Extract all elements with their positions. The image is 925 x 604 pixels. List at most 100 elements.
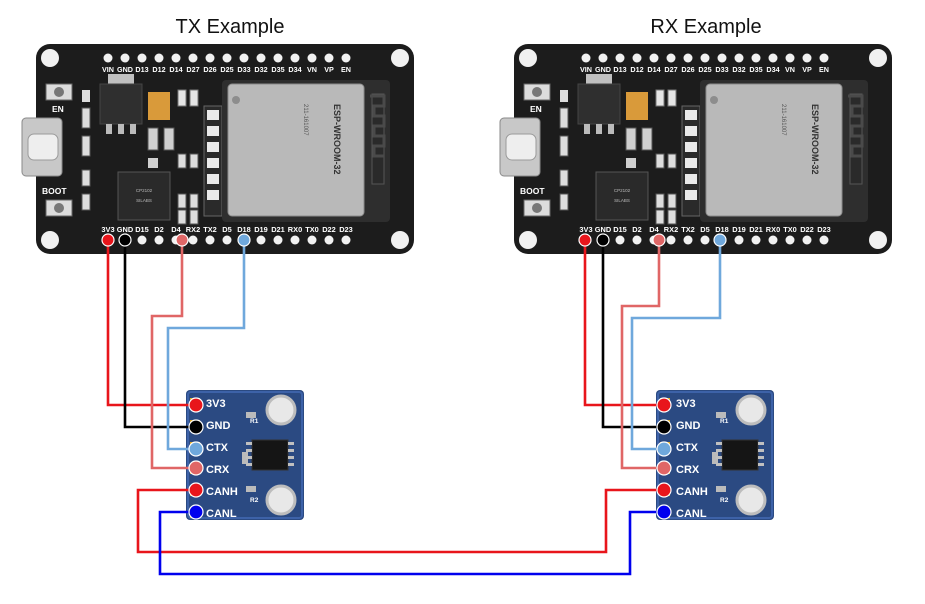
pin-label: GND [595,225,612,234]
pin-label: D14 [169,65,182,74]
tx-boot-button-label: BOOT [42,186,67,196]
rx-wire-ctx [630,240,722,451]
pin-label: D19 [254,225,268,234]
pin-label: D19 [732,225,746,234]
pin-label: D25 [698,65,711,74]
pin-label: D12 [630,65,643,74]
pin-label: D4 [649,225,659,234]
resistor-label: R1 [720,418,729,425]
rx-esp-dot-d5 [713,233,727,247]
can-pin-label: CRX [206,464,230,476]
pin-label: D23 [817,225,831,234]
tx-can-dot-ctx [188,441,204,457]
pin-label: D18 [715,225,729,234]
tx-can-dot-3v3 [188,397,204,413]
pin-label: GND [117,225,134,234]
tx-module-id: 211-161007 [302,104,308,136]
tx-usb-chip-brand: SILABS [136,198,152,203]
pin-label: D15 [135,225,149,234]
pin-label: D35 [271,65,284,74]
can-pin-label: CANL [206,508,237,520]
can-pin-label: 3V3 [676,398,696,410]
rx-wire-3v3 [583,240,664,407]
pin-label: TX2 [681,225,695,234]
tx-esp-dot-3v3 [101,233,115,247]
rx-can-dot-3v3 [656,397,672,413]
tx-wire-gnd [123,240,196,429]
pin-label: D13 [613,65,626,74]
canh-bus-wire [136,488,664,554]
tx-esp-dot-d4 [175,233,189,247]
pin-label: 3V3 [101,225,114,234]
pin-label: VIN [102,65,114,74]
pin-label: 3V3 [579,225,592,234]
pin-label: D34 [288,65,301,74]
pin-label: D25 [220,65,233,74]
tx-can-dot-canl [188,504,204,520]
tx-en-button-label: EN [52,104,64,114]
rx-module-name: ESP-WROOM-32 [810,104,820,175]
pin-label: RX0 [766,225,780,234]
pin-label: D22 [322,225,336,234]
tx-esp-dot-gnd [118,233,132,247]
rx-module-id: 211-161007 [780,104,786,136]
pin-label: D15 [613,225,627,234]
rx-can-dot-canl [656,504,672,520]
pin-label: RX2 [664,225,678,234]
tx-can-module: 3V3 GND CTX CRX CANH CANL R1 R2 [184,388,306,522]
rx-bottom-pin-labels: 3V3 GND D15 D2 D4 RX2 TX2 D5 D18 D19 D21… [579,225,830,234]
can-pin-label: CANL [676,508,707,520]
pin-label: D32 [254,65,267,74]
rx-usb-chip-label: CP2102 [614,188,631,193]
pin-label: D5 [700,225,709,234]
pin-label: D33 [237,65,250,74]
rx-can-module: 3V3 GND CTX CRX CANH CANL R1 R2 [654,388,776,522]
can-pin-label: GND [206,420,231,432]
tx-can-dot-gnd [188,419,204,435]
pin-label: D26 [681,65,694,74]
can-pin-label: CTX [676,442,699,454]
rx-esp-dot-3v3 [578,233,592,247]
rx-usb-chip-brand: SILABS [614,198,630,203]
pin-label: D2 [632,225,641,234]
pin-label: TX0 [783,225,797,234]
pin-label: D22 [800,225,814,234]
tx-can-dot-crx [188,460,204,476]
pin-label: D34 [766,65,779,74]
pin-label: D13 [135,65,148,74]
tx-wire-crx [150,240,196,470]
pin-label: TX0 [305,225,319,234]
pin-dots [101,233,727,520]
can-pin-label: 3V3 [206,398,226,410]
can-pin-label: CANH [206,486,238,498]
rx-can-dot-gnd [656,419,672,435]
tx-usb-chip-label: CP2102 [136,188,153,193]
pin-label: EN [819,65,829,74]
rx-can-dot-canh [656,482,672,498]
pin-label: D21 [749,225,763,234]
rx-en-button-label: EN [530,104,542,114]
tx-bottom-pin-labels: 3V3 GND D15 D2 D4 RX2 TX2 D5 D18 D19 D21… [101,225,352,234]
pin-label: D18 [237,225,251,234]
rx-boot-button-label: BOOT [520,186,545,196]
rx-wire-gnd [601,240,664,429]
pin-label: RX0 [288,225,302,234]
pin-label: GND [595,65,611,74]
pin-label: D2 [154,225,163,234]
pin-label: VN [307,65,317,74]
pin-label: EN [341,65,351,74]
pin-label: D23 [339,225,353,234]
canl-bus-wire [158,510,664,576]
pin-label: D27 [664,65,677,74]
rx-title: RX Example [650,16,761,38]
tx-module-name: ESP-WROOM-32 [332,104,342,175]
pin-label: VP [324,65,334,74]
pin-label: D26 [203,65,216,74]
resistor-label: R2 [720,497,729,504]
rx-esp32-board: EN BOOT CP2102 SILABS ESP-WROOM-32 211-1… [498,42,894,256]
tx-esp-dot-d5 [237,233,251,247]
pin-label: VN [785,65,795,74]
tx-can-dot-canh [188,482,204,498]
can-pin-label: CRX [676,464,700,476]
rx-can-dot-crx [656,460,672,476]
